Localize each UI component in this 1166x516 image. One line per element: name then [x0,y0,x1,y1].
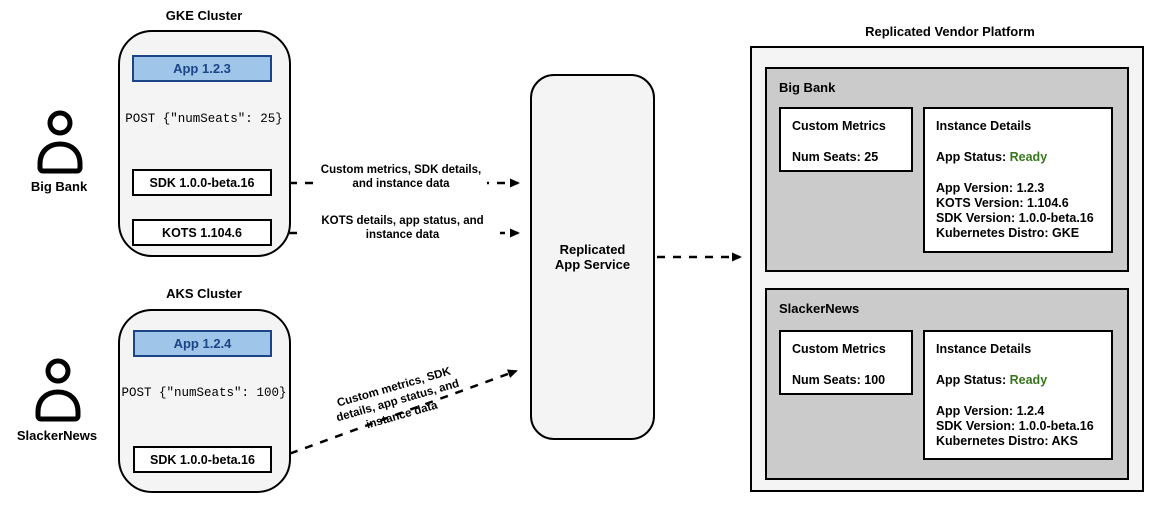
big-bank-app-status: App Status: Ready [936,150,1048,164]
big-bank-person-icon [36,110,84,179]
replicated-app-service: Replicated App Service [530,74,655,440]
gke-kots-arrow-label: KOTS details, app status, and instance d… [305,214,500,243]
slackernews-k8s-distro: Kubernetes Distro: AKS [936,434,1078,448]
slackernews-app-version: App Version: 1.2.4 [936,404,1045,418]
big-bank-k8s-distro: Kubernetes Distro: GKE [936,226,1080,240]
slackernews-app-status: App Status: Ready [936,373,1048,387]
gke-sdk-arrow-label: Custom metrics, SDK details, and instanc… [315,163,487,192]
big-bank-status-value: Ready [1009,150,1048,164]
big-bank-app-version: App Version: 1.2.3 [936,181,1045,195]
slackernews-status-value: Ready [1009,373,1048,387]
slackernews-details-title: Instance Details [936,342,1032,356]
gke-cluster-title: GKE Cluster [165,8,243,23]
aks-sdk-box: SDK 1.0.0-beta.16 [133,446,272,473]
slackernews-metrics-title: Custom Metrics [792,342,886,356]
replicated-app-service-label: Replicated App Service [554,242,631,272]
slackernews-section-label: SlackerNews [779,301,860,316]
gke-sdk-box: SDK 1.0.0-beta.16 [132,169,272,196]
big-bank-metrics-title: Custom Metrics [792,119,886,133]
aks-post-request: POST {"numSeats": 100} [121,386,287,400]
aks-sdk-arrow-label: Custom metrics, SDK details, app status,… [335,365,461,432]
gke-post-request: POST {"numSeats": 25} [125,112,283,126]
slackernews-user-label: SlackerNews [16,428,98,443]
slackernews-sdk-version: SDK Version: 1.0.0-beta.16 [936,419,1094,433]
big-bank-section-label: Big Bank [779,80,836,95]
big-bank-details-title: Instance Details [936,119,1032,133]
big-bank-custom-metrics-box: Custom Metrics Num Seats: 25 [779,107,913,172]
slackernews-instance-details-box: Instance Details App Status: Ready App V… [923,330,1113,460]
gke-app-box: App 1.2.3 [132,55,272,82]
slackernews-person-icon [34,358,82,427]
aks-cluster-title: AKS Cluster [166,286,242,301]
gke-kots-box: KOTS 1.104.6 [132,219,272,246]
platform-title: Replicated Vendor Platform [865,24,1035,39]
slackernews-num-seats: Num Seats: 100 [792,373,886,387]
big-bank-user-label: Big Bank [30,179,88,194]
aks-app-box: App 1.2.4 [133,330,272,357]
big-bank-instance-details-box: Instance Details App Status: Ready App V… [923,107,1113,253]
slackernews-custom-metrics-box: Custom Metrics Num Seats: 100 [779,330,913,395]
big-bank-sdk-version: SDK Version: 1.0.0-beta.16 [936,211,1094,225]
big-bank-kots-version: KOTS Version: 1.104.6 [936,196,1069,210]
big-bank-num-seats: Num Seats: 25 [792,150,879,164]
